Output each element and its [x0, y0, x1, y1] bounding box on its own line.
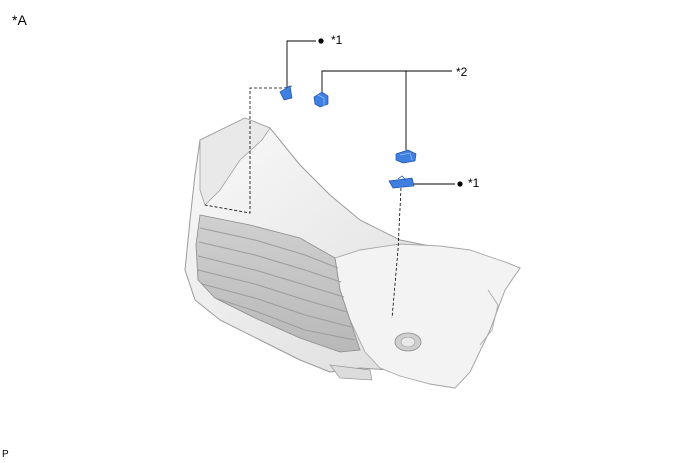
- callout-bullet: [457, 181, 463, 187]
- clip-part-upper-left: [279, 85, 293, 101]
- leader-dashed-right: [391, 187, 402, 319]
- front-bumper: [184, 117, 521, 389]
- bracket-part-upper: [313, 91, 329, 108]
- callout-label-1-top: *1: [331, 33, 343, 47]
- view-label: *A: [12, 12, 27, 28]
- figure-id: P: [2, 449, 9, 460]
- callout-leaders: [286, 40, 455, 185]
- callout-label-2: *2: [456, 65, 468, 79]
- callout-label-1-bottom: *1: [468, 176, 480, 190]
- bracket-part-right: [395, 149, 417, 164]
- callout-bullet: [318, 38, 324, 44]
- clip-part-right: [388, 175, 415, 189]
- leader-dashed-left: [204, 87, 282, 214]
